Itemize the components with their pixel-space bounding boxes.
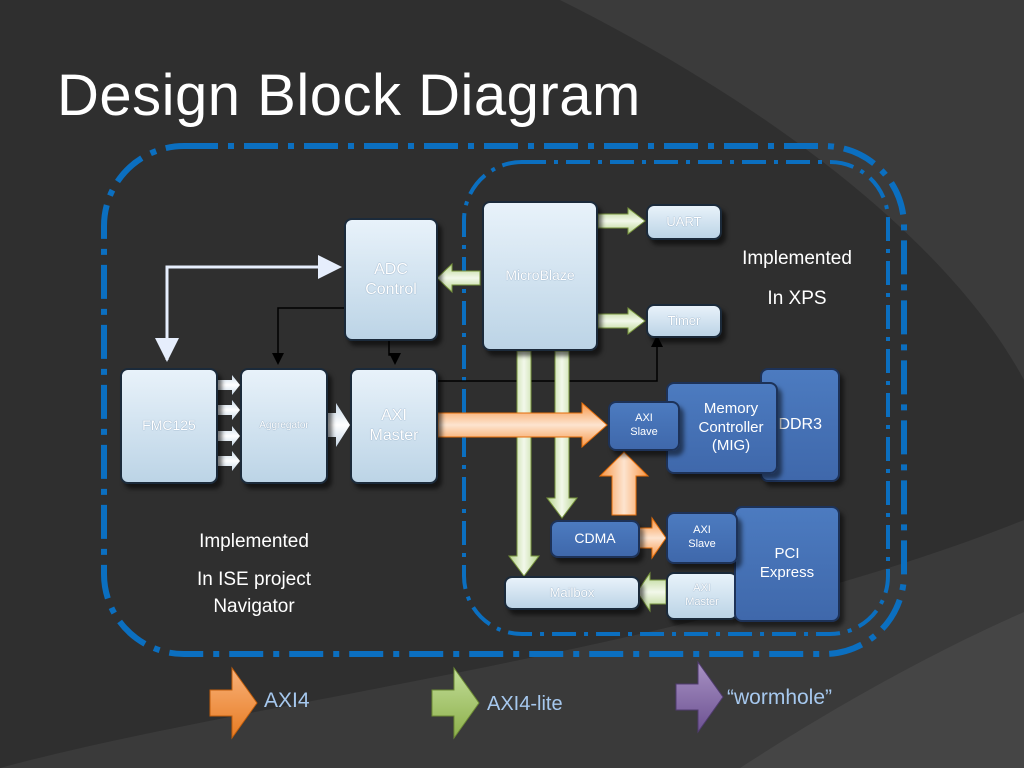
slide-title: Design Block Diagram	[57, 63, 641, 128]
aggregator-block: Aggregator	[240, 368, 328, 484]
memory-controller-label-3: (MIG)	[711, 437, 751, 455]
adc-control-block: ADC Control	[344, 218, 438, 341]
arrow-cdma-pci-slave	[638, 516, 667, 560]
cdma-label: CDMA	[574, 530, 616, 547]
pci-axi-slave-block: AXI Slave	[666, 512, 738, 564]
arrow-pci-mailbox	[636, 571, 667, 613]
ise-label-2: In ISE project	[196, 568, 312, 590]
xps-label-1: Implemented	[742, 248, 852, 269]
axi-master-label-2: Master	[369, 427, 419, 444]
pci-express-label-1: PCI	[774, 545, 800, 563]
background-curve	[740, 612, 1024, 768]
uart-label: UART	[666, 213, 702, 229]
microblaze-block: MicroBlaze	[482, 201, 598, 351]
connector-adc-aggregator	[272, 307, 344, 365]
fmc125-block: FMC125	[120, 368, 218, 484]
memory-controller-block: Memory Controller (MIG)	[666, 382, 778, 474]
arrow-microblaze-adc	[436, 262, 481, 294]
arrow-fmc-aggregator	[218, 375, 240, 395]
timer-label: Timer	[667, 312, 701, 328]
axi-master-label-1: AXI	[381, 407, 407, 424]
cdma-block: CDMA	[550, 520, 640, 558]
microblaze-label: MicroBlaze	[505, 267, 575, 284]
mailbox-block: Mailbox	[504, 576, 640, 610]
legend-wormhole-label: “wormhole”	[727, 686, 833, 709]
timer-block: Timer	[646, 304, 722, 338]
legend-axi4-lite-label: AXI4-lite	[487, 693, 563, 715]
arrow-aggregator-axi-master	[328, 403, 350, 447]
xps-region-border	[462, 160, 890, 636]
background-curve	[0, 520, 1024, 768]
legend-axi4-lite-arrow	[431, 666, 480, 740]
connector-fmc-adc	[165, 255, 342, 360]
pci-axi-master-block: AXI Master	[666, 572, 738, 620]
aggregator-label: Aggregator	[259, 419, 309, 431]
arrow-fmc-aggregator	[218, 400, 240, 420]
arrow-fmc-aggregator	[218, 426, 240, 446]
background-curve	[560, 0, 1024, 380]
arrow-cdma-axi-slave	[598, 451, 650, 516]
memory-controller-label-2: Controller	[698, 418, 764, 436]
uart-block: UART	[646, 204, 722, 240]
pci-axi-slave-label-2: Slave	[688, 538, 716, 550]
legend-wormhole-arrow	[675, 660, 724, 734]
arrow-microblaze-timer	[597, 306, 646, 336]
xps-region-label: Implemented In XPS	[727, 245, 867, 312]
adc-control-label-1: ADC	[374, 260, 408, 278]
arrow-fmc-aggregator	[218, 451, 240, 471]
mem-axi-slave-label-1: AXI	[635, 412, 653, 425]
pci-express-label-2: Express	[759, 564, 815, 581]
ise-label-3: Navigator	[213, 596, 295, 618]
pci-express-block: PCI Express	[734, 506, 840, 622]
ise-region-label: Implemented In ISE project Navigator	[164, 528, 344, 621]
connector-axi-master-timer	[438, 335, 663, 382]
mem-axi-slave-label-2: Slave	[630, 426, 658, 438]
memory-controller-label-1: Memory	[703, 399, 759, 417]
legend-axi4-arrow	[209, 666, 258, 740]
arrow-axi-master-axi-slave	[437, 401, 608, 449]
ise-label-1: Implemented	[199, 531, 309, 552]
legend-axi4-label: AXI4	[264, 689, 310, 712]
pci-axi-master-label-1: AXI	[693, 582, 711, 595]
mailbox-label: Mailbox	[549, 584, 595, 600]
ise-region-border	[101, 143, 907, 657]
arrow-microblaze-mailbox	[508, 350, 540, 577]
arrow-microblaze-uart	[597, 206, 646, 236]
axi-master-block: AXI Master	[350, 368, 438, 484]
pci-axi-slave-label-1: AXI	[693, 524, 711, 537]
fmc125-label: FMC125	[142, 417, 196, 434]
pci-axi-master-label-2: Master	[685, 596, 719, 608]
adc-control-label-2: Control	[365, 280, 417, 298]
xps-label-2: In XPS	[767, 287, 827, 309]
mem-axi-slave-block: AXI Slave	[608, 401, 680, 451]
connector-adc-axi-master	[388, 341, 401, 365]
ddr3-label: DDR3	[778, 416, 822, 433]
